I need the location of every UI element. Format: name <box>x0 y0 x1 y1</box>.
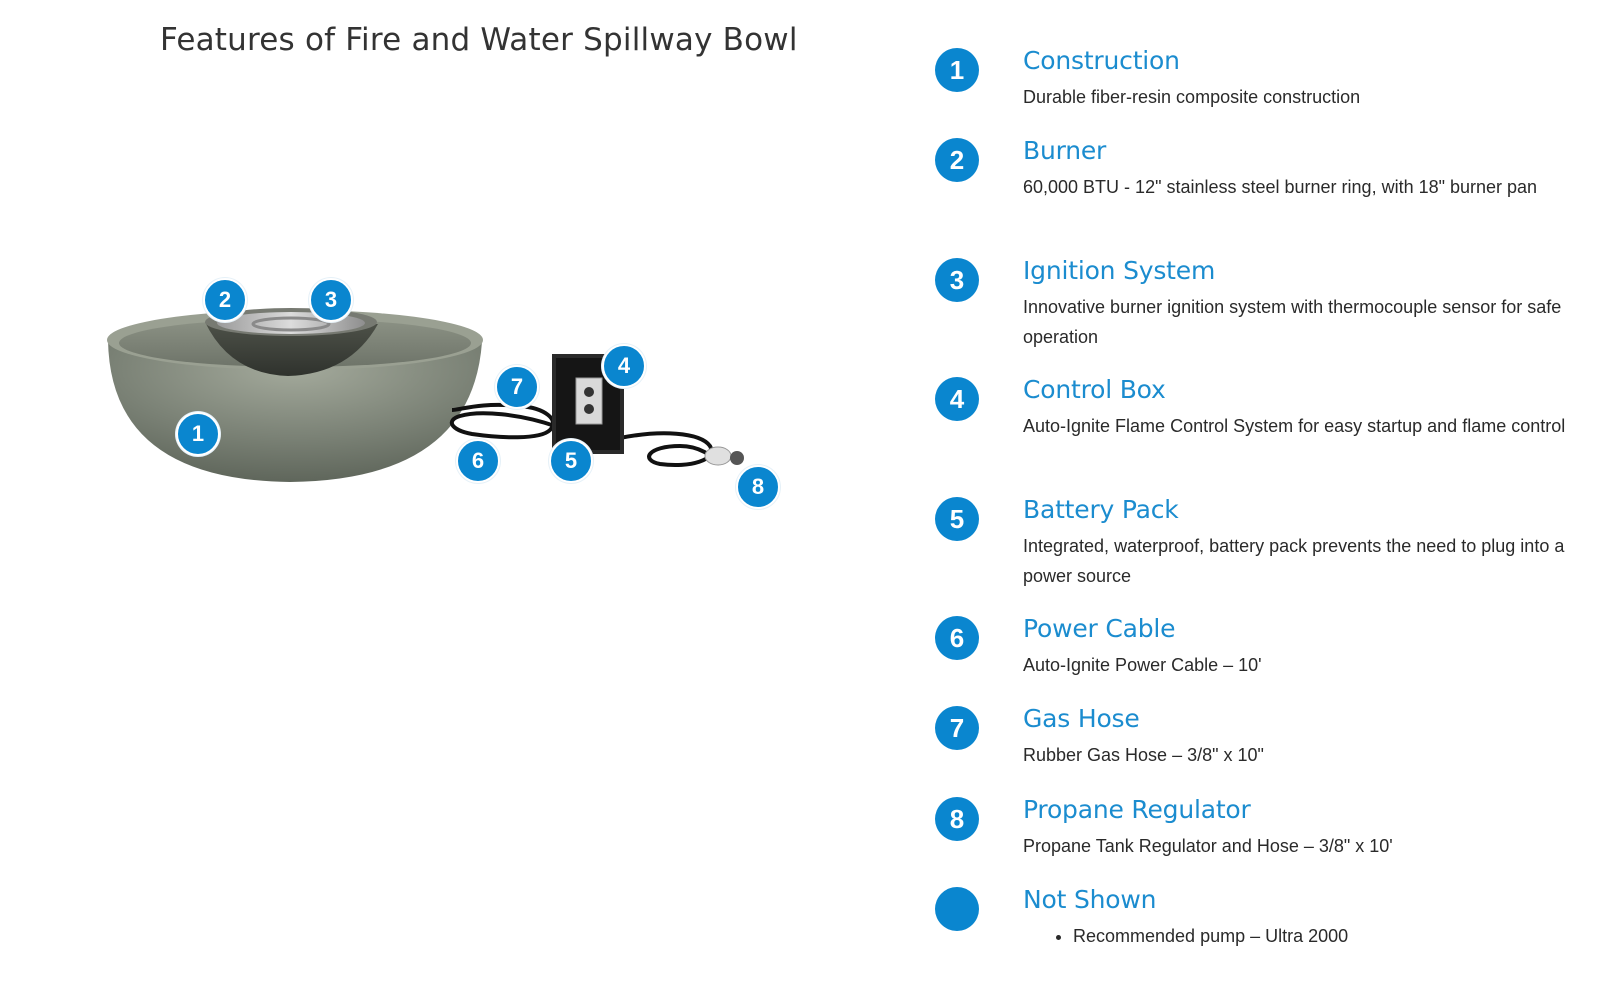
feature-title: Construction <box>1023 46 1180 75</box>
image-callout-1: 1 <box>176 412 220 456</box>
feature-description: Auto-Ignite Flame Control System for eas… <box>1023 416 1566 436</box>
image-callout-7: 7 <box>495 365 539 409</box>
feature-description: Integrated, waterproof, battery pack pre… <box>1023 536 1565 586</box>
feature-number-badge <box>935 887 979 931</box>
feature-title: Gas Hose <box>1023 704 1140 733</box>
feature-number-badge: 4 <box>935 377 979 421</box>
product-illustration: 1 2 3 4 5 6 7 8 <box>100 270 820 540</box>
feature-number-badge: 7 <box>935 706 979 750</box>
feature-number-badge: 6 <box>935 616 979 660</box>
feature-title: Propane Regulator <box>1023 795 1251 824</box>
feature-propane-regulator: 8 Propane Regulator Propane Tank Regulat… <box>935 789 1575 879</box>
feature-battery-pack: 5 Battery Pack Integrated, waterproof, b… <box>935 489 1575 608</box>
feature-not-shown: Not Shown Recommended pump – Ultra 2000 <box>935 879 1575 959</box>
feature-description: Innovative burner ignition system with t… <box>1023 297 1562 347</box>
not-shown-list: Recommended pump – Ultra 2000 <box>1023 921 1575 951</box>
feature-gas-hose: 7 Gas Hose Rubber Gas Hose – 3/8" x 10" <box>935 698 1575 789</box>
feature-title: Power Cable <box>1023 614 1176 643</box>
feature-control-box: 4 Control Box Auto-Ignite Flame Control … <box>935 369 1575 489</box>
feature-description: Rubber Gas Hose – 3/8" x 10" <box>1023 745 1264 765</box>
feature-list: 1 Construction Durable fiber-resin compo… <box>935 40 1575 959</box>
feature-title: Control Box <box>1023 375 1166 404</box>
list-item: Recommended pump – Ultra 2000 <box>1073 921 1575 951</box>
feature-number-badge: 1 <box>935 48 979 92</box>
feature-power-cable: 6 Power Cable Auto-Ignite Power Cable – … <box>935 608 1575 698</box>
image-callout-4: 4 <box>602 344 646 388</box>
feature-description: Durable fiber-resin composite constructi… <box>1023 87 1361 107</box>
image-callout-3: 3 <box>309 278 353 322</box>
image-callout-5: 5 <box>549 439 593 483</box>
image-callout-2: 2 <box>203 278 247 322</box>
feature-number-badge: 5 <box>935 497 979 541</box>
feature-title: Battery Pack <box>1023 495 1179 524</box>
feature-title: Ignition System <box>1023 256 1216 285</box>
feature-title: Not Shown <box>1023 885 1157 914</box>
feature-ignition-system: 3 Ignition System Innovative burner igni… <box>935 250 1575 369</box>
image-callout-6: 6 <box>456 439 500 483</box>
feature-number-badge: 2 <box>935 138 979 182</box>
feature-number-badge: 8 <box>935 797 979 841</box>
feature-number-badge: 3 <box>935 258 979 302</box>
page-title: Features of Fire and Water Spillway Bowl <box>160 22 798 58</box>
feature-construction: 1 Construction Durable fiber-resin compo… <box>935 40 1575 130</box>
feature-title: Burner <box>1023 136 1107 165</box>
image-callout-8: 8 <box>736 465 780 509</box>
feature-description: 60,000 BTU - 12" stainless steel burner … <box>1023 177 1538 197</box>
feature-burner: 2 Burner 60,000 BTU - 12" stainless stee… <box>935 130 1575 250</box>
feature-description: Propane Tank Regulator and Hose – 3/8" x… <box>1023 836 1393 856</box>
feature-description: Auto-Ignite Power Cable – 10' <box>1023 655 1262 675</box>
